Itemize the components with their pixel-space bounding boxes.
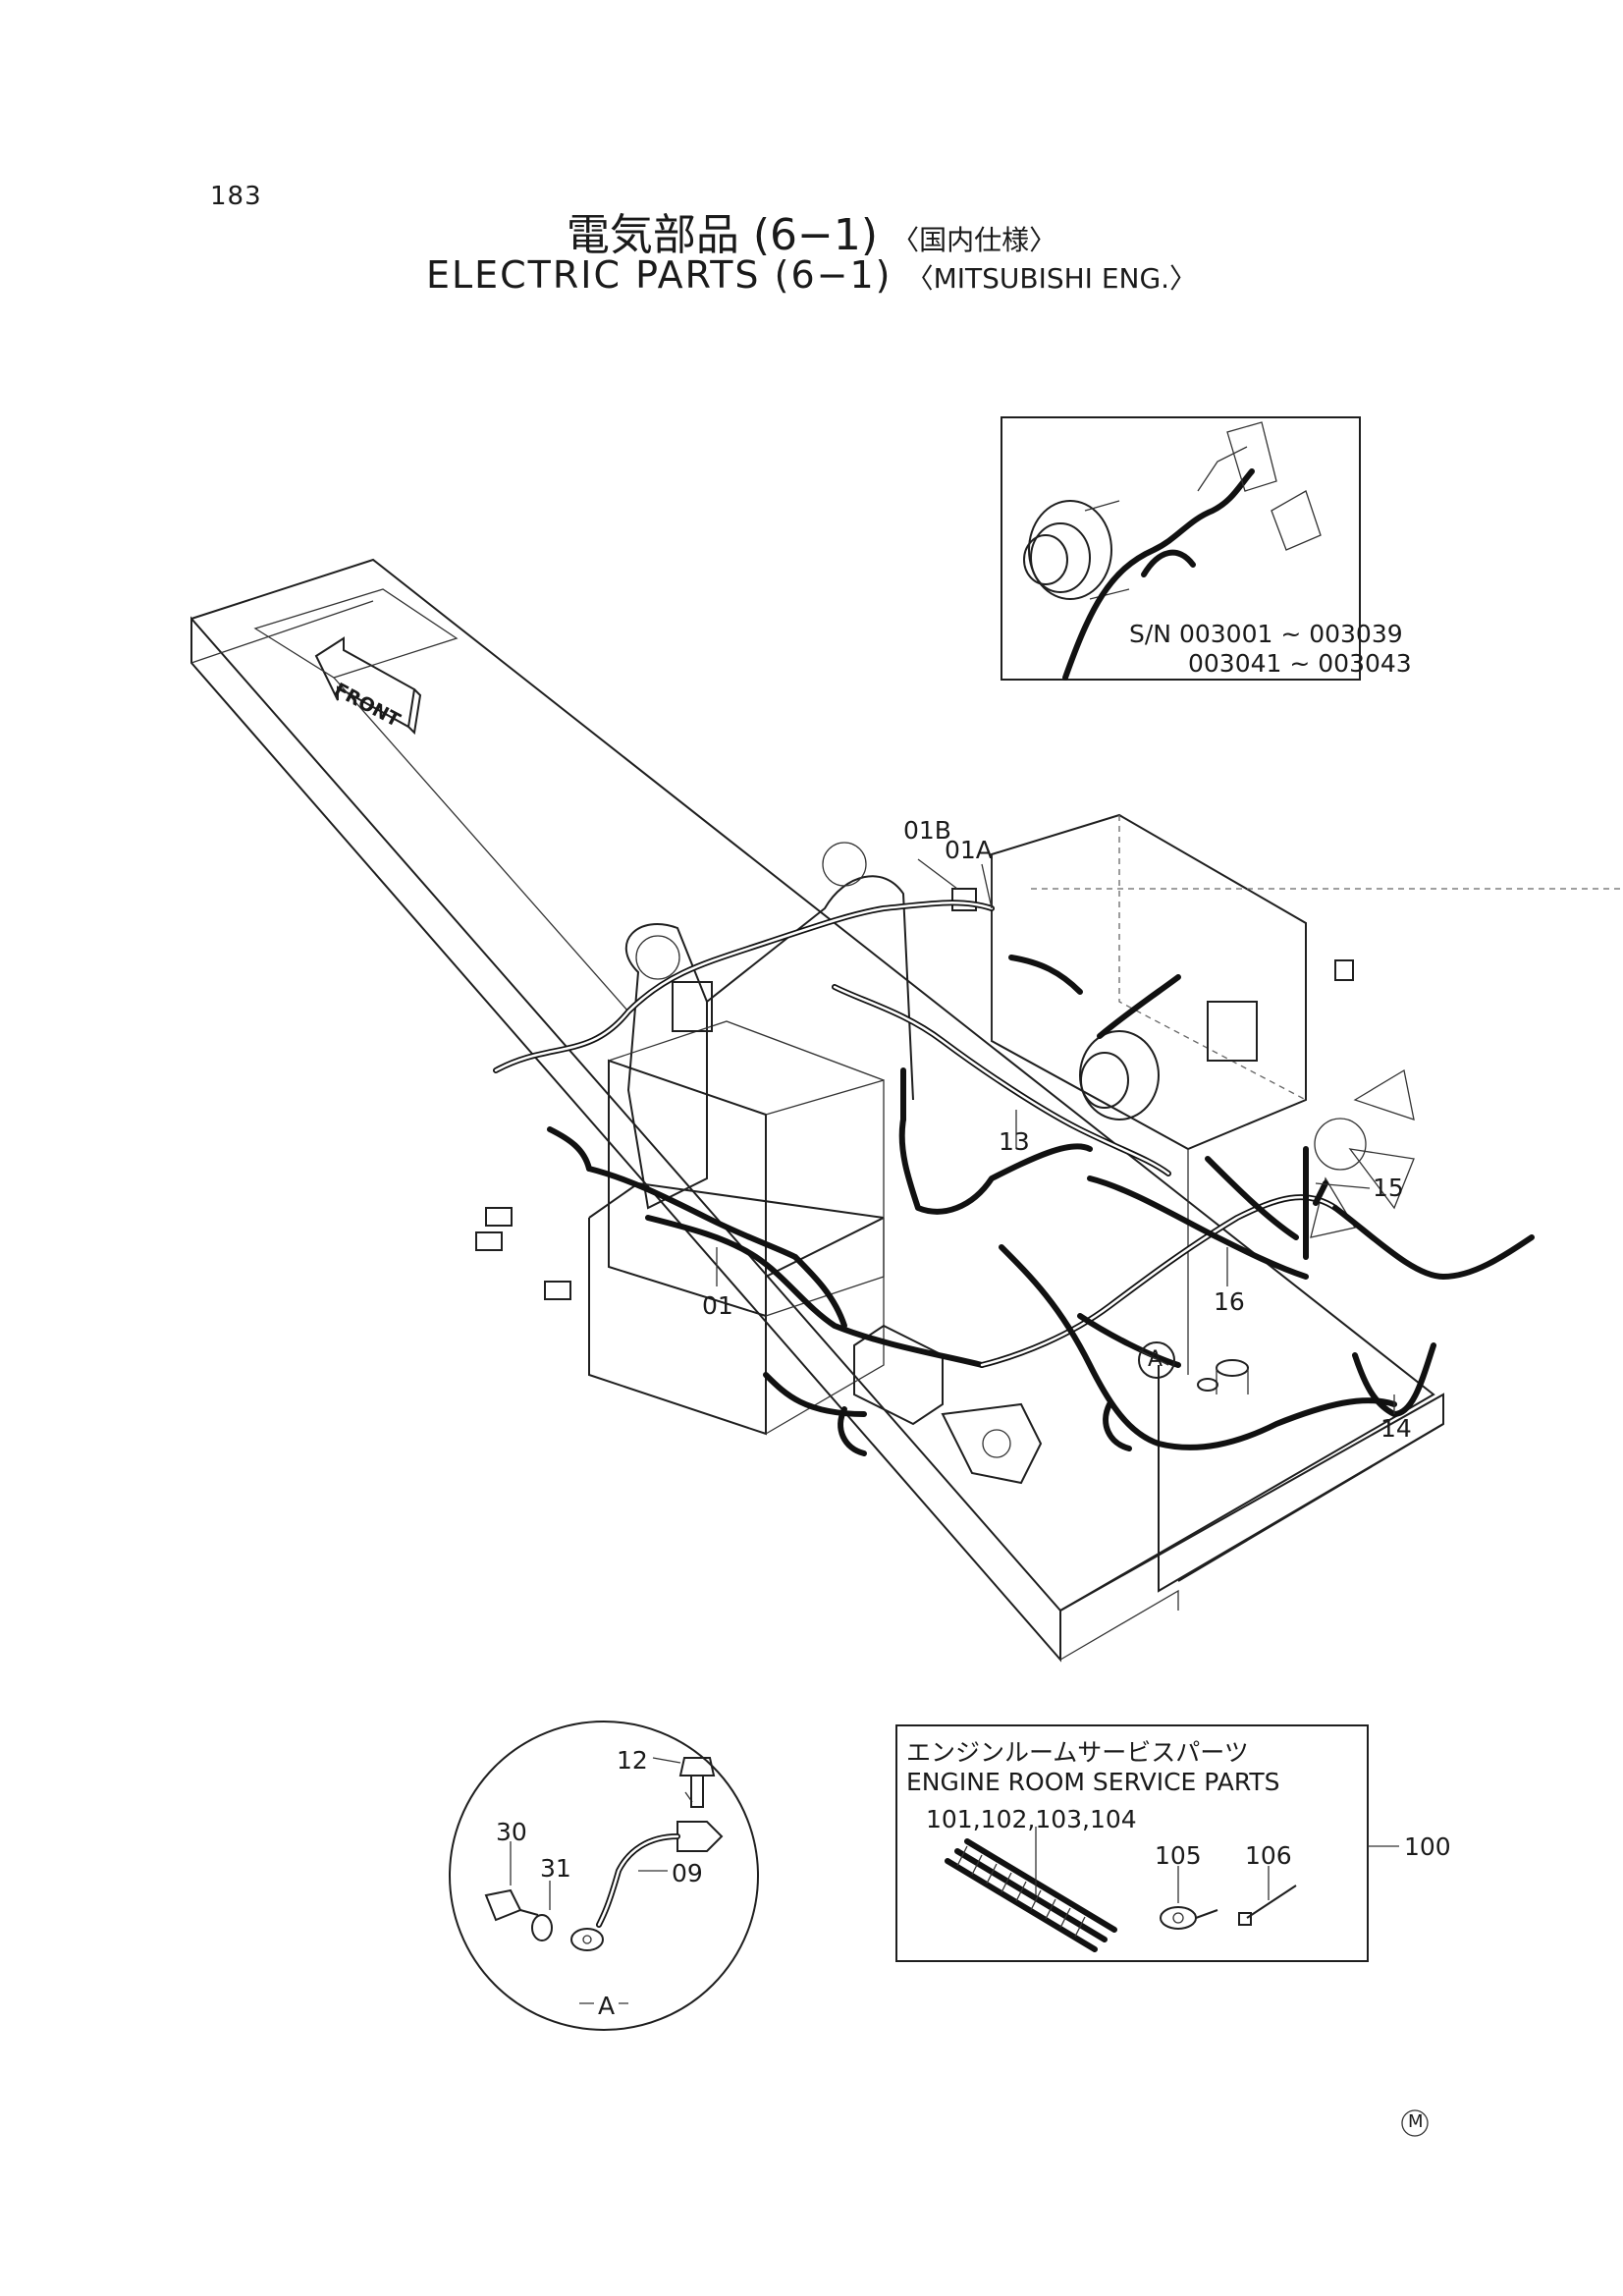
callout-leaders [716,858,1395,1414]
detail-part-12: 12 [617,1746,648,1775]
service-part-106: 106 [1245,1841,1292,1870]
serial-range-2: 003041 ~ 003043 [1188,649,1412,678]
callout-14: 14 [1380,1414,1412,1443]
detail-part-09: 09 [672,1859,703,1887]
service-part-105: 105 [1155,1841,1202,1870]
callout-01A: 01A [945,836,993,864]
page-number: 183 [210,182,262,211]
title-en-sub: 〈MITSUBISHI ENG.〉 [905,262,1198,295]
detail-part-30: 30 [496,1818,527,1846]
callout-01B: 01B [903,816,951,845]
corner-mark-circle [1401,2109,1429,2137]
service-title-jp: エンジンルームサービスパーツ [906,1738,1249,1767]
callout-A: A [1148,1347,1163,1372]
callout-15: 15 [1373,1174,1404,1202]
callout-01: 01 [702,1291,733,1320]
service-title-en: ENGINE ROOM SERVICE PARTS [906,1768,1280,1796]
service-part-group-101-104: 101,102,103,104 [926,1805,1137,1833]
service-parts-drawing [895,1724,1399,1962]
corner-mark: M [1408,2111,1424,2132]
serial-range-1: S/N 003001 ~ 003039 [1129,620,1403,648]
title-jp-main: 電気部品 (6−1) [566,210,879,260]
serial-inset-drawing [1001,416,1361,681]
callout-13: 13 [999,1127,1030,1156]
wire-harness [493,900,1535,1456]
detail-a-label: A [594,1994,620,2018]
callout-16: 16 [1214,1287,1245,1316]
page-title-en: ELECTRIC PARTS (6−1) 〈MITSUBISHI ENG.〉 [0,253,1623,297]
detail-a-drawing [449,1721,759,2031]
machine-frame [190,558,1623,1663]
title-jp-sub: 〈国内仕様〉 [892,224,1057,256]
detail-part-31: 31 [540,1854,571,1883]
title-en-main: ELECTRIC PARTS (6−1) [425,253,893,297]
page-title-jp: 電気部品 (6−1) 〈国内仕様〉 [0,199,1623,262]
front-arrow-icon [314,636,422,736]
service-kit-100: 100 [1404,1832,1451,1861]
